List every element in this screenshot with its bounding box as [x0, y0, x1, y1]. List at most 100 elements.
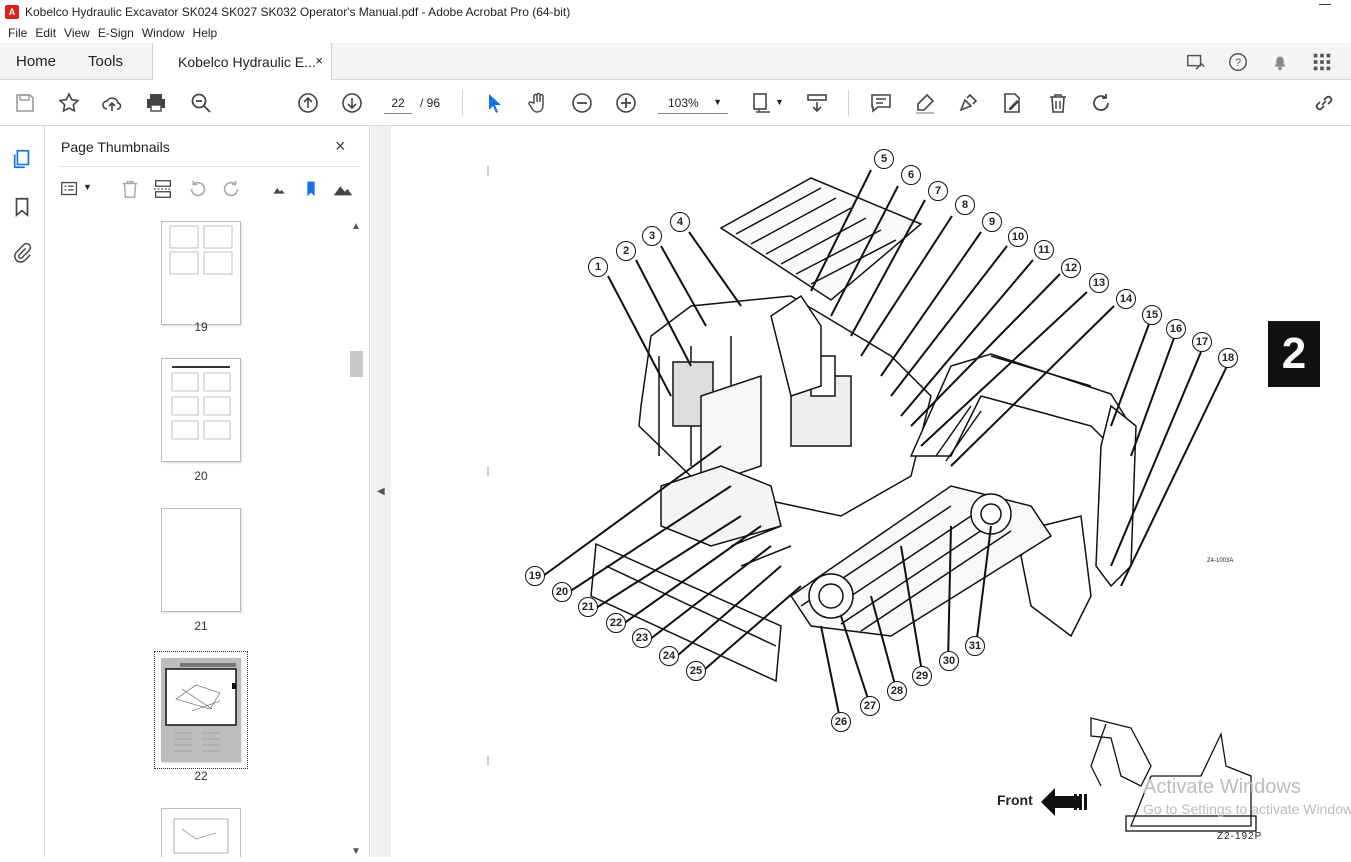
highlight-pen-icon[interactable] [913, 91, 937, 115]
print-icon[interactable] [144, 91, 168, 115]
chevron-down-icon[interactable]: ▼ [775, 97, 784, 107]
rotate-clockwise-icon[interactable] [220, 178, 242, 200]
page-number-input[interactable]: 22 [384, 92, 412, 114]
link-share-icon[interactable] [1312, 91, 1336, 115]
save-icon[interactable] [13, 91, 37, 115]
thumbnail-page-20[interactable] [161, 358, 241, 462]
scroll-mode-icon[interactable] [805, 91, 829, 115]
zoom-level-value: 103% [668, 96, 699, 110]
minimize-icon[interactable] [1319, 4, 1331, 5]
main-toolbar: 22 / 96 103%▼ ▼ [0, 80, 1351, 126]
star-icon[interactable] [57, 91, 81, 115]
redo-rotate-icon[interactable] [1089, 91, 1113, 115]
bookmark-marker-icon[interactable] [300, 178, 322, 200]
callout-8: 8 [955, 195, 975, 215]
menu-view[interactable]: View [64, 26, 90, 40]
hand-tool-icon[interactable] [526, 91, 550, 115]
menu-file[interactable]: File [8, 26, 28, 40]
select-cursor-icon[interactable] [483, 91, 507, 115]
tab-document-label: Kobelco Hydraulic E... [178, 54, 316, 70]
close-panel-icon[interactable]: × [335, 136, 346, 156]
scroll-up-icon[interactable]: ▲ [351, 221, 361, 232]
panel-collapse-handle[interactable]: ◀ [371, 126, 391, 857]
previous-page-icon[interactable] [296, 91, 320, 115]
toolbar-divider [462, 90, 463, 116]
callout-15: 15 [1142, 305, 1162, 325]
callout-17: 17 [1192, 332, 1212, 352]
menu-bar: File Edit View E-Sign Window Help [0, 23, 1351, 43]
page-thumbnails-icon[interactable] [11, 148, 33, 170]
bell-icon[interactable] [1269, 51, 1291, 73]
callout-3: 3 [642, 226, 662, 246]
activate-windows-watermark: Activate Windows [1143, 776, 1301, 798]
thumbnail-label: 19 [194, 320, 208, 334]
upload-cloud-icon[interactable] [100, 91, 124, 115]
callout-1: 1 [588, 257, 608, 277]
thumbnail-label: 20 [194, 469, 208, 483]
front-direction-label: Front [997, 792, 1033, 808]
thumbnail-page-23[interactable] [161, 808, 241, 857]
draw-sign-icon[interactable] [956, 91, 980, 115]
page-thumbnails-panel: Page Thumbnails × ▼ 19 20 21 22 ▲ ▼ [45, 126, 370, 857]
help-icon[interactable]: ? [1227, 51, 1249, 73]
title-bar: A Kobelco Hydraulic Excavator SK024 SK02… [0, 0, 1351, 23]
comment-icon[interactable] [869, 91, 893, 115]
callout-31: 31 [965, 636, 985, 656]
apps-grid-icon[interactable] [1311, 51, 1333, 73]
tab-document[interactable]: Kobelco Hydraulic E... × [152, 43, 332, 80]
document-view[interactable]: 1 2 3 4 5 6 7 8 9 10 11 12 13 14 15 16 1… [391, 126, 1351, 857]
panel-divider [59, 166, 359, 167]
zoom-out-icon[interactable] [570, 91, 594, 115]
delete-page-icon[interactable] [119, 178, 141, 200]
menu-help[interactable]: Help [192, 26, 218, 40]
rotate-counterclockwise-icon[interactable] [187, 178, 209, 200]
tab-home[interactable]: Home [16, 53, 57, 70]
thumbnail-page-19[interactable] [161, 221, 241, 325]
menu-esign[interactable]: E-Sign [97, 26, 134, 40]
svg-text:?: ? [1235, 57, 1241, 69]
extract-pages-icon[interactable] [152, 178, 174, 200]
callout-26: 26 [831, 712, 851, 732]
page-fit-icon[interactable] [750, 91, 774, 115]
scrollbar-thumb[interactable] [350, 351, 363, 377]
callout-20: 20 [552, 582, 572, 602]
callout-10: 10 [1008, 227, 1028, 247]
bookmark-icon[interactable] [11, 196, 33, 218]
thumbnail-scrollbar[interactable]: ▲ ▼ [349, 221, 363, 857]
thumbnail-toolbar: ▼ [59, 178, 359, 202]
options-menu-icon[interactable] [59, 178, 81, 200]
window-title: Kobelco Hydraulic Excavator SK024 SK027 … [25, 4, 571, 19]
callout-30: 30 [939, 651, 959, 671]
edit-pdf-icon[interactable] [1000, 91, 1024, 115]
thumbnail-page-22[interactable] [161, 658, 241, 762]
callout-28: 28 [887, 681, 907, 701]
zoom-in-icon[interactable] [614, 91, 638, 115]
callout-2: 2 [616, 241, 636, 261]
activate-windows-hint: Go to Settings to activate Windows. [1143, 801, 1351, 817]
tab-tools[interactable]: Tools [88, 53, 124, 70]
thumbnail-label: 21 [194, 619, 208, 633]
figure-code: Z2-192P [1217, 831, 1263, 842]
callout-6: 6 [901, 165, 921, 185]
acrobat-app-icon: A [5, 4, 19, 19]
section-number-badge: 2 [1268, 321, 1320, 387]
selected-thumbnail-frame [154, 651, 248, 769]
menu-window[interactable]: Window [141, 26, 185, 40]
share-screen-icon[interactable] [1185, 51, 1207, 73]
zoom-level-dropdown[interactable]: 103%▼ [658, 92, 728, 114]
callout-19: 19 [525, 566, 545, 586]
excavator-parts-diagram [487, 166, 1257, 832]
thumbnail-page-21[interactable] [161, 508, 241, 612]
chevron-down-icon[interactable]: ▼ [83, 182, 92, 192]
next-page-icon[interactable] [340, 91, 364, 115]
delete-trash-icon[interactable] [1046, 91, 1070, 115]
attachment-icon[interactable] [11, 242, 33, 264]
figure-code-small: Z4-1003A [1207, 558, 1234, 564]
menu-edit[interactable]: Edit [35, 26, 57, 40]
scroll-down-icon[interactable]: ▼ [351, 846, 361, 857]
large-thumbnails-icon[interactable] [331, 178, 353, 200]
zoom-out-search-icon[interactable] [189, 91, 213, 115]
small-thumbnails-icon[interactable] [268, 178, 290, 200]
callout-14: 14 [1116, 289, 1136, 309]
close-tab-icon[interactable]: × [315, 53, 323, 68]
